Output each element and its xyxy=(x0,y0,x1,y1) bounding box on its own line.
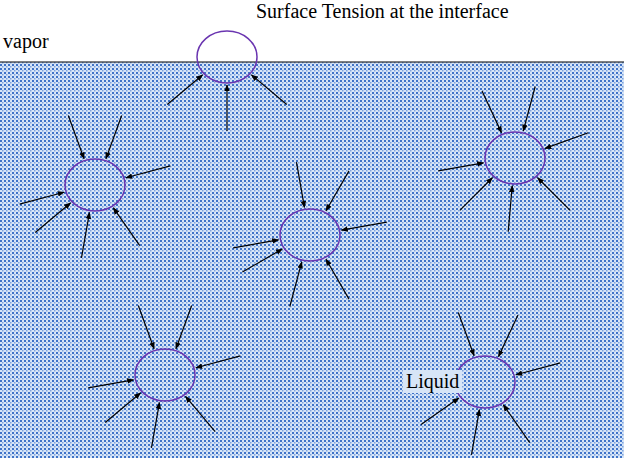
force-arrow xyxy=(516,363,560,375)
force-arrow xyxy=(499,315,518,357)
force-arrow xyxy=(523,87,535,131)
force-arrow xyxy=(545,133,588,149)
molecule xyxy=(20,115,171,257)
interface-line xyxy=(0,61,624,62)
force-arrow xyxy=(326,259,349,299)
force-arrow xyxy=(508,186,512,232)
force-arrow xyxy=(252,75,287,105)
molecule-circle xyxy=(135,349,195,401)
molecule-circle xyxy=(280,209,340,261)
caption-label: Surface Tension at the interface xyxy=(256,0,509,23)
force-arrow xyxy=(503,405,529,443)
force-arrow xyxy=(176,305,192,348)
force-arrow xyxy=(226,85,227,131)
molecule-circle xyxy=(197,31,257,83)
force-arrow xyxy=(106,115,122,158)
molecule-circle xyxy=(455,356,515,408)
force-arrow xyxy=(68,115,84,158)
force-arrow xyxy=(196,356,240,368)
molecule xyxy=(167,31,287,131)
force-arrow xyxy=(186,396,216,431)
force-arrow xyxy=(538,178,571,211)
force-arrow xyxy=(151,403,159,448)
force-arrow xyxy=(20,192,64,204)
molecule xyxy=(233,162,387,306)
label-holder: Surface Tension at the interface xyxy=(256,0,509,23)
molecule xyxy=(88,305,240,447)
force-arrow xyxy=(167,75,202,105)
force-arrow xyxy=(233,240,278,248)
force-arrow xyxy=(342,222,387,230)
force-arrow xyxy=(421,398,459,424)
force-arrow xyxy=(88,380,133,388)
force-arrow xyxy=(81,213,89,258)
label-holder: vapor xyxy=(3,30,49,53)
phase-label: vapor xyxy=(3,30,49,53)
force-arrow xyxy=(458,312,474,355)
force-arrow xyxy=(138,305,154,348)
force-arrow xyxy=(471,410,479,455)
force-arrow xyxy=(35,203,70,233)
force-arrow xyxy=(438,163,483,171)
phase-label: Liquid xyxy=(403,370,462,393)
force-arrow xyxy=(296,162,304,207)
force-arrow xyxy=(482,91,501,133)
force-arrow xyxy=(326,171,349,211)
force-arrow xyxy=(242,249,282,272)
force-arrow xyxy=(105,393,140,423)
molecule xyxy=(438,87,588,232)
molecule-circle xyxy=(65,159,125,211)
force-arrow xyxy=(113,208,139,246)
force-arrow xyxy=(126,166,170,178)
molecule-circle xyxy=(485,132,545,184)
force-arrow xyxy=(290,262,302,306)
force-arrow xyxy=(460,178,493,211)
liquid-region xyxy=(0,62,624,458)
label-holder: Liquid xyxy=(403,370,462,393)
